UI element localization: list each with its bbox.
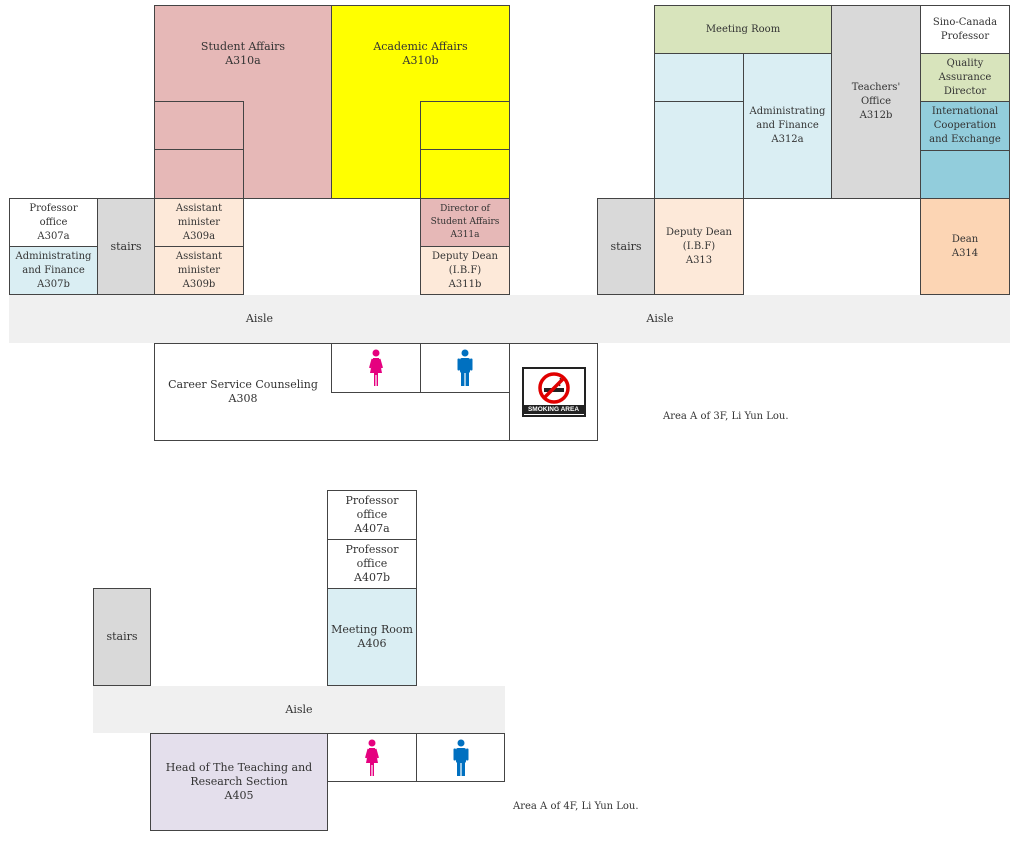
room-label: Career Service Counseling [168,378,318,391]
room-label: Academic Affairs [373,40,468,53]
room-yellow-cell-1 [420,101,510,150]
stairs-label: stairs [106,630,138,643]
room-label: International Cooperation and Exchange [929,106,1001,145]
stairs-left-3f: stairs [97,198,155,295]
aisle-4f: Aisle [93,686,505,733]
room-meeting-room-3f: Meeting Room [654,5,832,54]
room-label: Deputy Dean (I.B.F) [432,250,498,276]
room-code: A309b [182,278,216,290]
room-code: A405 [224,789,254,802]
no-smoking-icon [537,372,570,404]
room-label: Professor office [29,202,78,228]
stairs-right-3f: stairs [597,198,655,295]
smoking-area-text: SMOKING AREA [523,405,584,414]
female-restroom-icon [365,739,379,776]
floor-3-caption: Area A of 3F, Li Yun Lou. [663,411,789,422]
room-code: A307a [37,230,70,242]
room-label: Dean [951,233,979,245]
female-restroom-icon [369,349,383,386]
room-head-teaching-a405: Head of The Teaching and Research Sectio… [150,733,328,831]
room-label: Assistant minister [175,250,223,276]
room-label: Meeting Room [331,623,413,636]
room-quality-assurance: Quality Assurance Director [920,53,1010,102]
room-code: A309a [182,230,216,242]
room-deputy-dean-a311b: Deputy Dean (I.B.F) A311b [420,246,510,295]
room-code: A311a [450,230,480,240]
smoking-area-sign: SMOKING AREA [521,367,586,417]
room-code: A407a [354,522,390,535]
aisle-3f-left: Aisle [9,295,510,343]
room-pink-cell-2 [154,149,244,199]
room-code: A311b [448,278,482,290]
restroom-male-3f [420,343,510,393]
room-blue-cell-1 [654,53,744,102]
room-label: Deputy Dean (I.B.F) [666,226,732,252]
smoking-area-3f: SMOKING AREA [509,343,598,441]
room-label: Quality Assurance Director [938,57,992,97]
room-code: A308 [228,392,258,405]
aisle-label: Aisle [646,312,674,325]
restroom-male-4f [416,733,505,782]
room-label: Student Affairs [200,40,286,53]
room-label: Administrating and Finance [749,106,826,131]
corridor-lower-3f [331,392,510,441]
room-code: A312a [771,134,804,145]
room-label: Director of Student Affairs [430,204,500,227]
room-label: Professor office [345,543,399,570]
room-label: Teachers' Office [851,82,901,107]
room-international-cooperation: International Cooperation and Exchange [920,101,1010,151]
room-label: Assistant minister [175,202,223,228]
male-restroom-icon [453,739,468,776]
stairs-4f: stairs [93,588,151,686]
restroom-female-4f [327,733,417,782]
room-label: Head of The Teaching and Research Sectio… [165,761,313,788]
room-sino-canada: Sino-Canada Professor [920,5,1010,54]
stairs-label: stairs [610,239,642,253]
corridor-lower-4f [327,781,505,782]
restroom-female-3f [331,343,421,393]
aisle-label: Aisle [285,702,313,716]
room-code: A314 [951,247,979,259]
room-code: A310a [225,54,261,67]
room-code: A406 [357,637,387,650]
room-blue-cell-2 [654,101,744,199]
room-label: Administrating and Finance [15,250,92,276]
room-deputy-dean-a313: Deputy Dean (I.B.F) A313 [654,198,744,295]
room-label: Sino-Canada Professor [932,16,998,42]
stairs-label: stairs [110,239,142,253]
aisle-3f-right: Aisle [510,295,1010,343]
male-restroom-icon [457,349,473,386]
room-teal-cell [920,150,1010,199]
room-code: A307b [37,278,70,290]
floor-4-caption: Area A of 4F, Li Yun Lou. [513,801,639,812]
room-label: Professor office [345,494,399,521]
room-pink-cell-1 [154,101,244,150]
room-yellow-cell-2 [420,149,510,199]
room-code: A312b [859,110,893,121]
room-label: Meeting Room [705,23,781,35]
room-code: A310b [402,54,439,67]
room-code: A407b [354,571,390,584]
room-code: A313 [685,254,713,266]
aisle-label: Aisle [245,312,274,325]
